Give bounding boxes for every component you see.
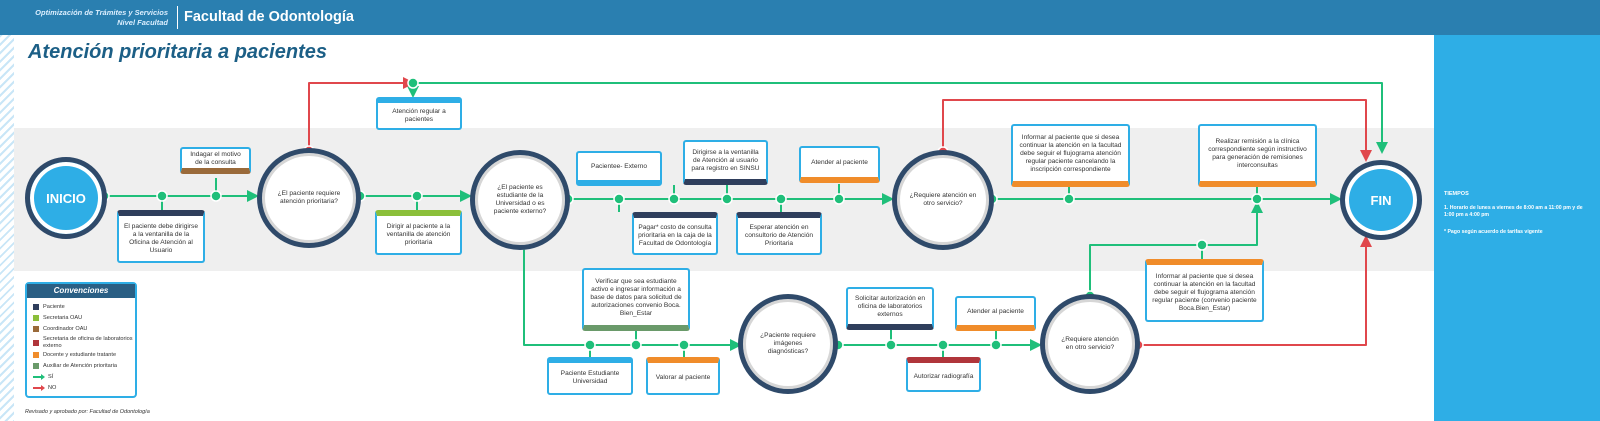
- header-subtitle-line1: Optimización de Trámites y Servicios: [35, 8, 168, 17]
- box-pagar-consulta: Pagar* costo de consulta prioritaria en …: [632, 212, 718, 255]
- legend-no: NO: [33, 385, 56, 392]
- legend-label: Coordinador OAU: [43, 326, 88, 332]
- no-connectors: [308, 77, 1372, 346]
- box-atencion-regular: Atención regular a pacientes: [376, 97, 462, 130]
- box-dirigirse-ventanilla: El paciente debe dirigirse a la ventanil…: [117, 210, 205, 263]
- sidebar-schedule: 1. Horario de lunes a viernes de 8:00 am…: [1444, 205, 1583, 218]
- decision-priority-attention: ¿El paciente requiere atención prioritar…: [257, 148, 361, 248]
- box-atender-paciente-2: Atender al paciente: [955, 296, 1036, 331]
- legend-swatch: [33, 363, 39, 370]
- legend-yes-label: SÍ: [48, 374, 54, 380]
- decision-diagnostic-images: ¿Paciente requiere imágenes diagnósticas…: [738, 294, 838, 394]
- box-autorizar-radiografia: Autorizar radiografía: [906, 357, 981, 392]
- box-informar-paciente-2: Informar al paciente que si desea contin…: [1145, 259, 1264, 322]
- box-realizar-remision: Realizar remisión a la clínica correspon…: [1198, 124, 1317, 187]
- box-paciente-estudiante: Paciente Estudiante Universidad: [547, 357, 633, 395]
- legend-swatch: [33, 315, 39, 322]
- end-node: FIN: [1340, 160, 1422, 240]
- header-bar: Optimización de Trámites y Servicios Niv…: [0, 0, 1600, 35]
- legend-item: Auxiliar de Atención prioritaria: [33, 363, 117, 370]
- legend-title: Convenciones: [27, 284, 135, 298]
- box-informar-paciente-1: Informar al paciente que si desea contin…: [1011, 124, 1130, 187]
- box-valorar-paciente: Valorar al paciente: [646, 357, 720, 395]
- times-sidebar: TIEMPOS 1. Horario de lunes a viernes de…: [1434, 35, 1600, 421]
- sidebar-payment-note: * Pago según acuerdo de tarifas vigente: [1444, 229, 1543, 235]
- yes-arrow-icon: [33, 374, 45, 381]
- legend-no-label: NO: [48, 385, 57, 391]
- box-solicitar-autorizacion: Solicitar autorización en oficina de lab…: [846, 287, 934, 330]
- header-title: Facultad de Odontología: [184, 9, 354, 25]
- header-subtitle-line2: Nivel Facultad: [117, 18, 168, 27]
- header-divider: [177, 6, 178, 29]
- legend-swatch: [33, 339, 39, 346]
- legend-swatch: [33, 304, 39, 311]
- header-subtitle: Optimización de Trámites y Servicios Niv…: [35, 8, 168, 28]
- legend-item: Docente y estudiante tratante: [33, 352, 116, 359]
- legend-label: Paciente: [43, 304, 65, 310]
- decision-other-service-1: ¿Requiere atención en otro servicio?: [892, 150, 994, 250]
- box-verificar-estudiante: Verificar que sea estudiante activo e in…: [582, 268, 690, 331]
- box-dirigirse-sinsu: Dirigirse a la ventanilla de Atención al…: [683, 140, 768, 185]
- sidebar-heading: TIEMPOS: [1444, 191, 1469, 197]
- decision-student-or-external: ¿El paciente es estudiante de la Univers…: [470, 150, 570, 250]
- legend-item: Paciente: [33, 304, 65, 311]
- box-atender-paciente-1: Atender al paciente: [799, 146, 880, 183]
- legend-yes: SÍ: [33, 374, 53, 381]
- box-paciente-externo: Pacientee- Externo: [576, 151, 662, 186]
- box-esperar-atencion: Esperar atención en consultorio de Atenc…: [736, 212, 822, 255]
- legend-label: Docente y estudiante tratante: [43, 352, 117, 358]
- legend-item: Secretaria OAU: [33, 315, 82, 322]
- approval-footer: Revisado y aprobado por: Facultad de Odo…: [25, 409, 150, 415]
- legend-label: Auxiliar de Atención prioritaria: [43, 363, 117, 369]
- legend: Convenciones Paciente Secretaria OAU Coo…: [25, 282, 137, 398]
- decision-other-service-2: ¿Requiere atención en otro servicio?: [1040, 294, 1140, 394]
- legend-item: Coordinador OAU: [33, 326, 87, 333]
- legend-swatch: [33, 352, 39, 359]
- box-dirigir-prioritaria: Dirigir al paciente a la ventanilla de a…: [375, 210, 462, 255]
- left-stripe-decoration: [0, 35, 14, 421]
- page-title: Atención prioritaria a pacientes: [28, 41, 327, 63]
- legend-label: Secretaria de oficina de laboratorios ex…: [43, 336, 133, 349]
- legend-swatch: [33, 326, 39, 333]
- legend-label: Secretaria OAU: [43, 315, 83, 321]
- start-node: INICIO: [25, 157, 107, 239]
- box-indagar-motivo: Indagar el motivo de la consulta: [180, 147, 251, 174]
- legend-item: Secretaria de oficina de laboratorios ex…: [33, 336, 133, 349]
- no-arrow-icon: [33, 385, 45, 392]
